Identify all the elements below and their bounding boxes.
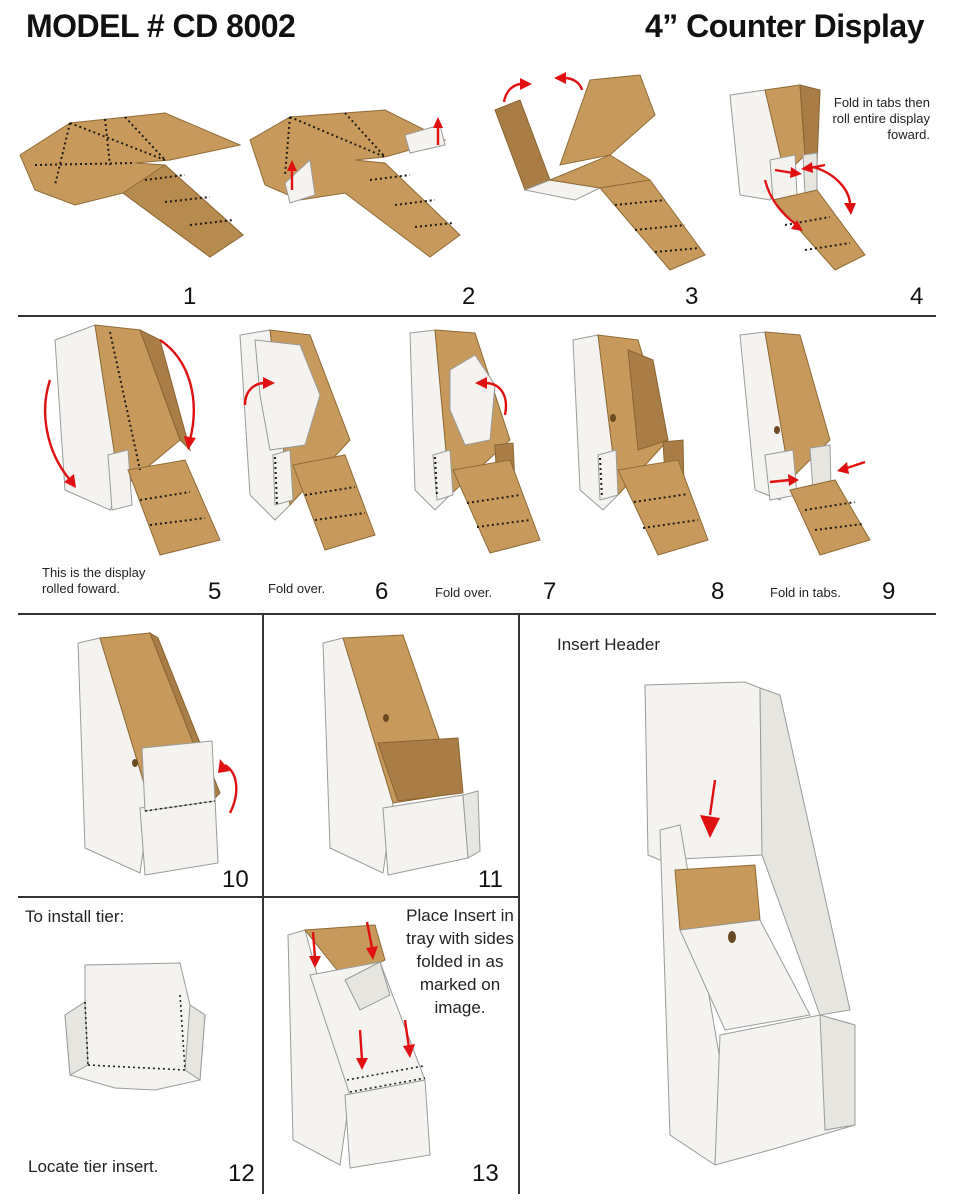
divider-mid-horizontal — [18, 896, 518, 898]
step-5-caption: This is the display rolled foward. — [42, 565, 146, 596]
step-3-number: 3 — [685, 283, 699, 310]
insert-header-label: Insert Header — [557, 635, 660, 654]
step-13-illustration — [287, 921, 431, 1169]
step-2-number: 2 — [462, 283, 476, 310]
step-7-illustration — [409, 329, 541, 554]
step-5-number: 5 — [208, 578, 222, 605]
step-12-illustration — [64, 962, 206, 1091]
step-7-caption: Fold over. — [435, 585, 493, 600]
step-13-number: 13 — [472, 1160, 499, 1187]
step-8-number: 8 — [711, 578, 725, 605]
step-9-illustration — [739, 331, 871, 556]
step-6-number: 6 — [375, 578, 389, 605]
step-6-caption: Fold over. — [268, 581, 326, 596]
step-12-caption: Locate tier insert. — [28, 1157, 159, 1176]
step-6-illustration — [239, 329, 376, 551]
product-title: 4” Counter Display — [644, 8, 925, 44]
step-9-caption: Fold in tabs. — [770, 585, 841, 600]
step-12-number: 12 — [228, 1160, 255, 1187]
insert-header-illustration — [644, 681, 856, 1166]
step-11-illustration — [322, 634, 481, 876]
step-2-illustration — [249, 109, 461, 258]
step-9-number: 9 — [882, 578, 896, 605]
divider-vertical-right — [518, 614, 520, 1194]
divider-row1 — [18, 315, 936, 317]
step-4-caption: Fold in tabs then roll entire display fo… — [832, 95, 930, 142]
step-1-number: 1 — [183, 283, 197, 310]
step-10-number: 10 — [222, 866, 249, 893]
step-13-caption: Place Insert in tray with sides folded i… — [406, 906, 514, 1017]
step-3-illustration — [494, 72, 706, 271]
tier-section-label: To install tier: — [25, 907, 125, 926]
model-number-title: MODEL # CD 8002 — [26, 8, 296, 44]
step-7-number: 7 — [543, 578, 557, 605]
divider-vertical-left — [262, 614, 264, 1194]
step-4-number: 4 — [910, 283, 924, 310]
step-11-number: 11 — [478, 866, 503, 893]
step-4-illustration — [729, 84, 866, 271]
step-8-illustration — [572, 334, 709, 556]
step-10-illustration — [77, 631, 238, 876]
step-1-illustration — [19, 112, 244, 258]
step-5-illustration — [44, 324, 221, 556]
divider-row2 — [18, 613, 936, 615]
